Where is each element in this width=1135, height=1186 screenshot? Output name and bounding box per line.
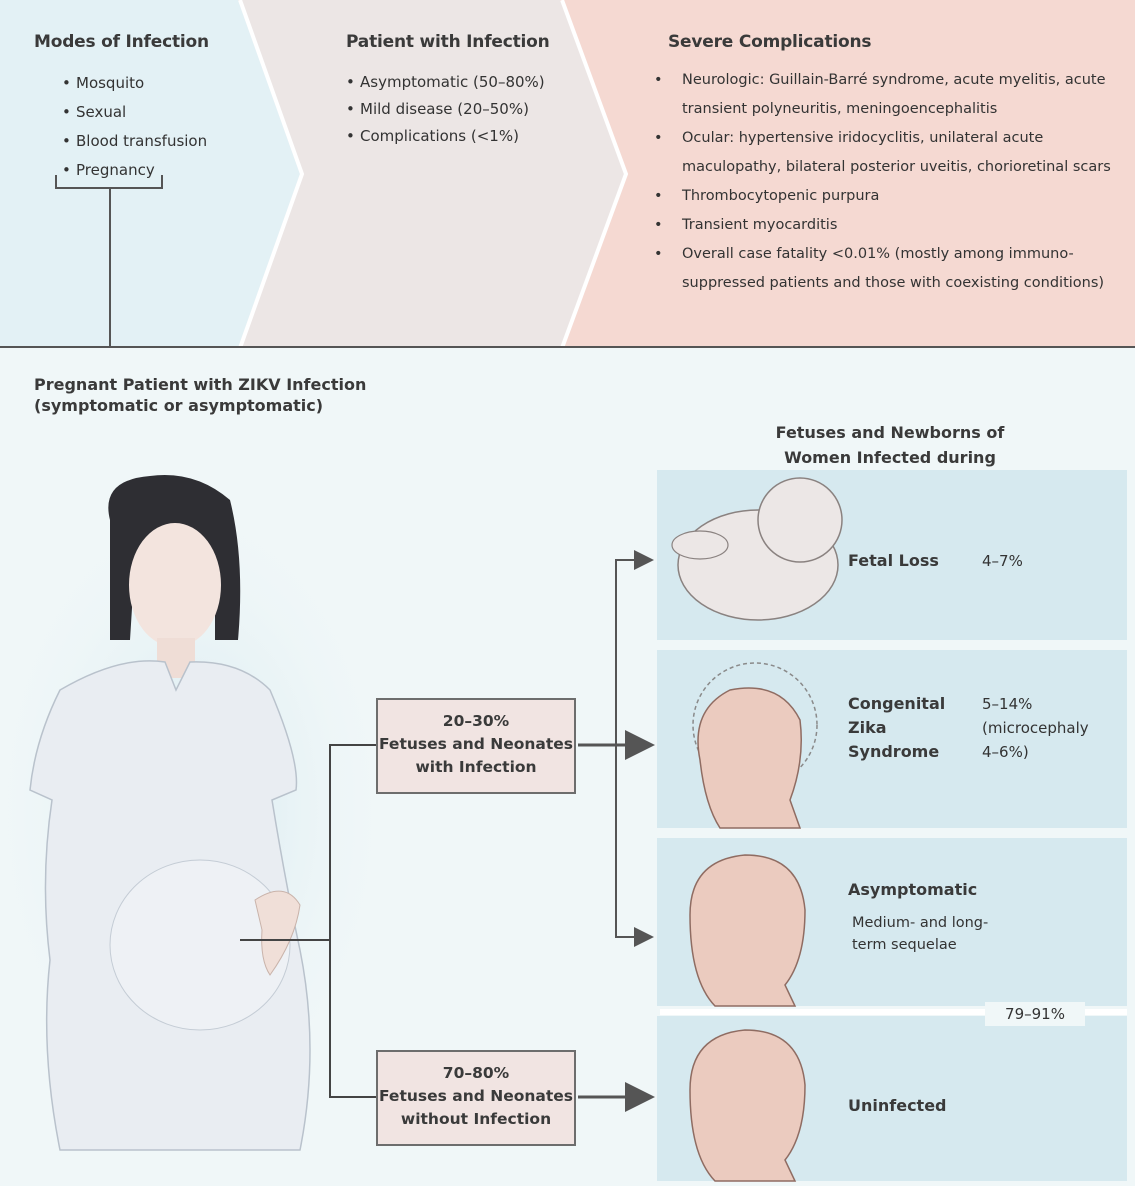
asymptomatic-sequelae: Medium- and long- term sequelae	[852, 912, 988, 956]
combined-pct: 79–91%	[985, 1002, 1085, 1026]
fetus-illustration	[672, 478, 842, 620]
uninfected-rate-box: 70–80% Fetuses and Neonates without Infe…	[376, 1050, 576, 1146]
pregnancy-connector	[56, 175, 162, 348]
czs-pct: 5–14% (microcephaly 4–6%)	[982, 692, 1089, 764]
fetal-loss-pct: 4–7%	[982, 549, 1023, 573]
infected-pct: 20–30%	[378, 710, 574, 733]
czs-label: Congenital Zika Syndrome	[848, 692, 945, 764]
asymptomatic-label: Asymptomatic	[848, 878, 977, 902]
uninfected-label: Uninfected	[848, 1094, 947, 1118]
uninfected-pct: 70–80%	[378, 1062, 574, 1085]
asymptomatic-baby-illustration	[690, 855, 805, 1006]
outcome-arrows	[578, 560, 652, 1097]
microcephaly-baby-illustration	[693, 663, 817, 828]
infected-rate-box: 20–30% Fetuses and Neonates with Infecti…	[376, 698, 576, 794]
fetal-loss-label: Fetal Loss	[848, 549, 939, 573]
pregnant-woman-illustration	[0, 475, 400, 1150]
uninfected-baby-illustration	[690, 1030, 805, 1181]
